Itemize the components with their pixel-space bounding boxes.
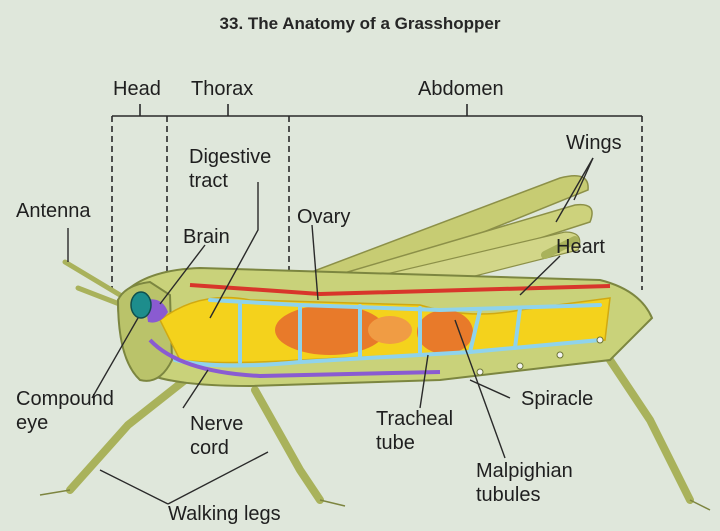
- digestive-tract-label-line2: tract: [189, 170, 228, 192]
- spiracles-shape: [476, 336, 604, 376]
- malpighian-tubules-label-line1: Malpighian: [476, 460, 573, 482]
- wings-label: Wings: [566, 132, 622, 154]
- nerve-cord-label-line2: cord: [190, 437, 229, 459]
- walking-legs-label: Walking legs: [168, 503, 281, 525]
- region-head-label: Head: [113, 78, 161, 100]
- page-title: 33. The Anatomy of a Grasshopper: [219, 14, 501, 33]
- compound-eye-label-line1: Compound: [16, 388, 114, 410]
- tracheal-tube-label-line2: tube: [376, 432, 415, 454]
- digestive-tract-label-line1: Digestive: [189, 146, 272, 168]
- antenna-label: Antenna: [16, 200, 91, 222]
- tracheal-tube-label-line1: Tracheal: [376, 408, 454, 430]
- malpighian-tubules-label-line2: tubules: [476, 484, 541, 506]
- region-brackets: [111, 104, 643, 290]
- heart-shape: [189, 283, 611, 297]
- nerve-cord-label-line1: Nerve: [190, 413, 244, 435]
- compound-eye-label-line2: eye: [16, 412, 49, 434]
- leader-lines: [67, 157, 594, 505]
- region-thorax-label: Thorax: [191, 78, 254, 100]
- brain-label: Brain: [183, 226, 230, 248]
- ovary-shape: [275, 305, 473, 355]
- heart-label: Heart: [556, 236, 605, 258]
- region-abdomen-label: Abdomen: [418, 78, 504, 100]
- antennae-shape: [62, 259, 128, 308]
- ovary-label: Ovary: [297, 206, 351, 228]
- nerve-cord-shape: [148, 338, 441, 379]
- compound-eye-shape: [130, 291, 152, 319]
- spiracle-label: Spiracle: [521, 388, 594, 410]
